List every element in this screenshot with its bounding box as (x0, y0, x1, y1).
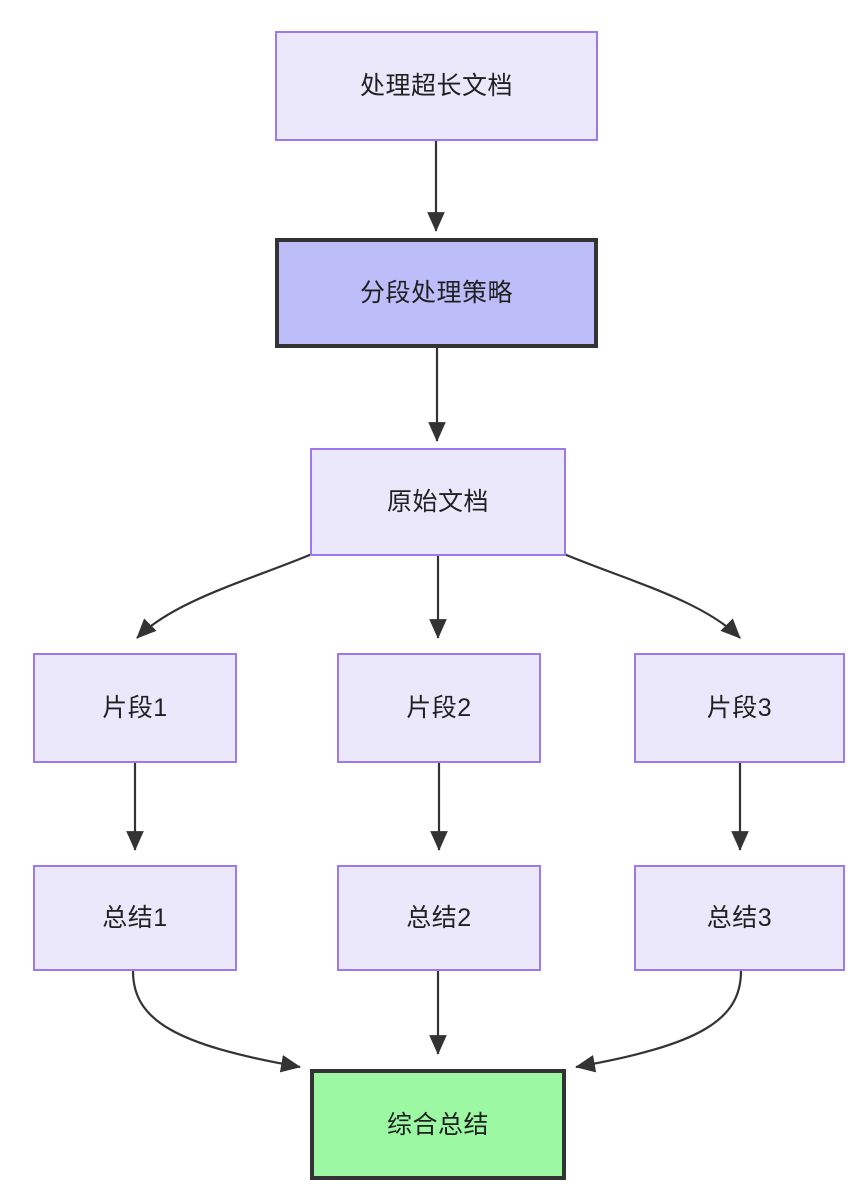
node-label: 总结1 (102, 904, 168, 932)
node-fragment-2[interactable]: 片段2 (337, 653, 541, 763)
node-label: 处理超长文档 (359, 72, 513, 100)
node-original-document[interactable]: 原始文档 (310, 448, 566, 556)
node-label: 分段处理策略 (359, 279, 513, 307)
node-fragment-3[interactable]: 片段3 (634, 653, 845, 763)
node-label: 片段3 (706, 694, 773, 722)
node-fragment-1[interactable]: 片段1 (33, 653, 237, 763)
edge-n9-to-n10 (575, 970, 743, 1073)
node-label: 总结3 (706, 904, 773, 932)
edge-n3-to-n4 (136, 552, 313, 639)
edge-n7-to-n10 (131, 970, 301, 1073)
node-summary-1[interactable]: 总结1 (33, 865, 237, 971)
node-combined-summary[interactable]: 综合总结 (310, 1069, 566, 1180)
node-summary-2[interactable]: 总结2 (337, 865, 541, 971)
node-label: 片段2 (406, 694, 472, 722)
node-process-long-document[interactable]: 处理超长文档 (275, 31, 598, 141)
node-label: 片段1 (102, 694, 168, 722)
node-label: 原始文档 (386, 488, 489, 516)
node-label: 总结2 (406, 904, 472, 932)
node-chunking-strategy[interactable]: 分段处理策略 (275, 238, 598, 348)
edge-n3-to-n6 (563, 552, 741, 639)
node-label: 综合总结 (386, 1110, 489, 1139)
node-summary-3[interactable]: 总结3 (634, 865, 845, 971)
